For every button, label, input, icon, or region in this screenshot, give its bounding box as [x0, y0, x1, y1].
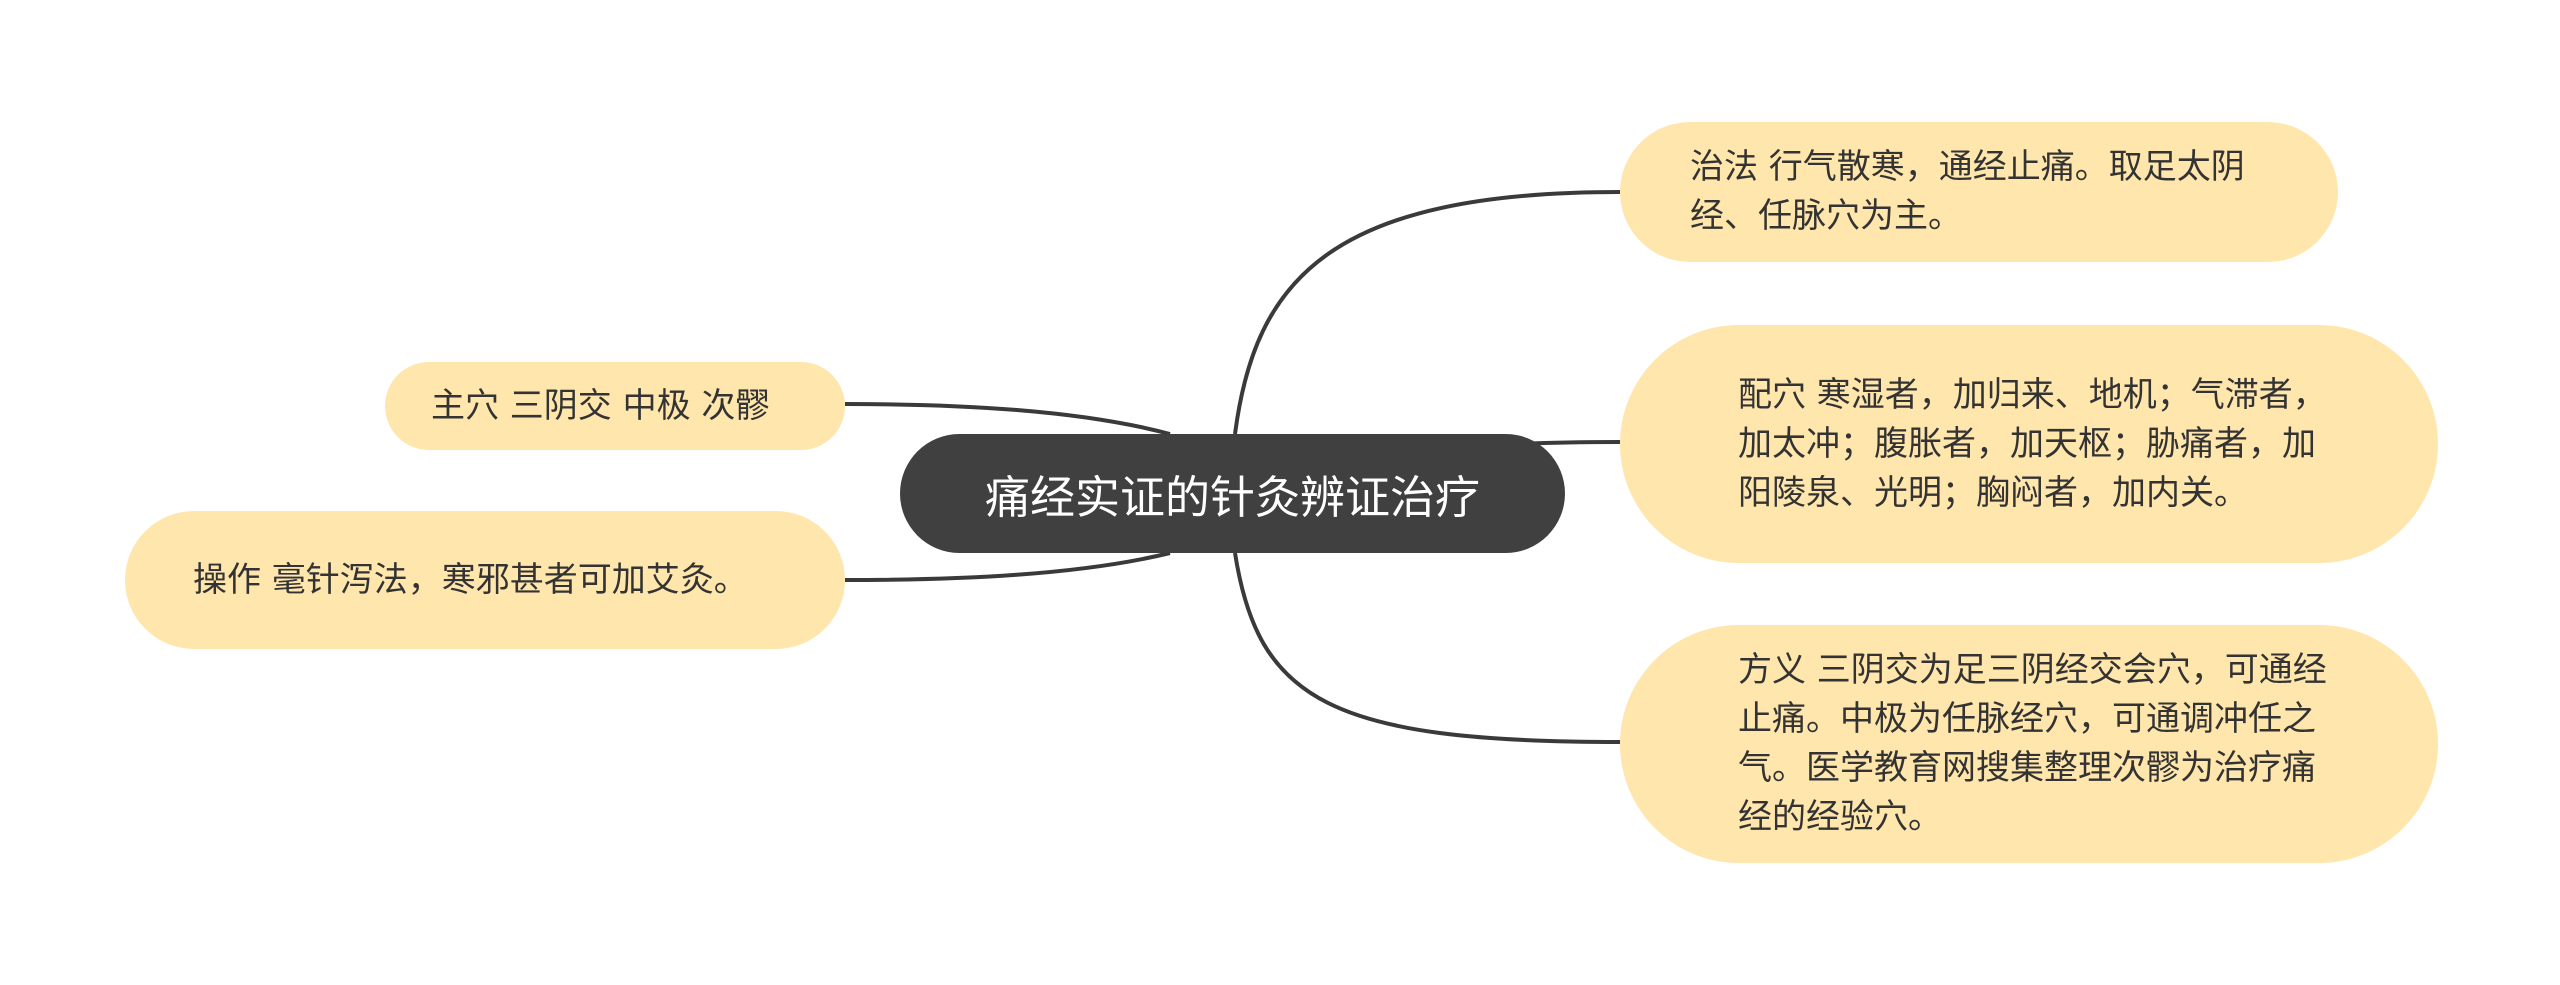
connector-center-to-zhifa: [1233, 190, 1621, 435]
branch-caozuo[interactable]: 操作 毫针泻法，寒邪甚者可加艾灸。: [125, 511, 845, 649]
branch-fangyi[interactable]: 方义 三阴交为足三阴经交会穴，可通经止痛。中极为任脉经穴，可通调冲任之气。医学教…: [1620, 625, 2438, 863]
branch-caozuo-text: 操作 毫针泻法，寒邪甚者可加艾灸。: [193, 559, 748, 600]
branch-peixue-text: 配穴 寒湿者，加归来、地机；气滞者，加太冲；腹胀者，加天枢；胁痛者，加阳陵泉、光…: [1738, 374, 2327, 513]
branch-zhifa[interactable]: 治法 行气散寒，通经止痛。取足太阴经、任脉穴为主。: [1620, 122, 2338, 262]
central-topic-label: 痛经实证的针灸辨证治疗: [984, 471, 1480, 524]
branch-fangyi-text: 方义 三阴交为足三阴经交会穴，可通经止痛。中极为任脉经穴，可通调冲任之气。医学教…: [1738, 650, 2327, 837]
branch-zhuxue-text: 主穴 三阴交 中极 次髎: [431, 385, 770, 426]
connector-center-to-zhuxue: [844, 402, 1171, 436]
branch-zhifa-text: 治法 行气散寒，通经止痛。取足太阴经、任脉穴为主。: [1690, 147, 2245, 236]
branch-zhuxue[interactable]: 主穴 三阴交 中极 次髎: [385, 362, 845, 450]
connector-center-to-fangyi: [1233, 552, 1621, 744]
connector-center-to-caozuo: [844, 551, 1171, 582]
central-topic[interactable]: 痛经实证的针灸辨证治疗: [900, 434, 1565, 553]
branch-peixue[interactable]: 配穴 寒湿者，加归来、地机；气滞者，加太冲；腹胀者，加天枢；胁痛者，加阳陵泉、光…: [1620, 325, 2438, 563]
